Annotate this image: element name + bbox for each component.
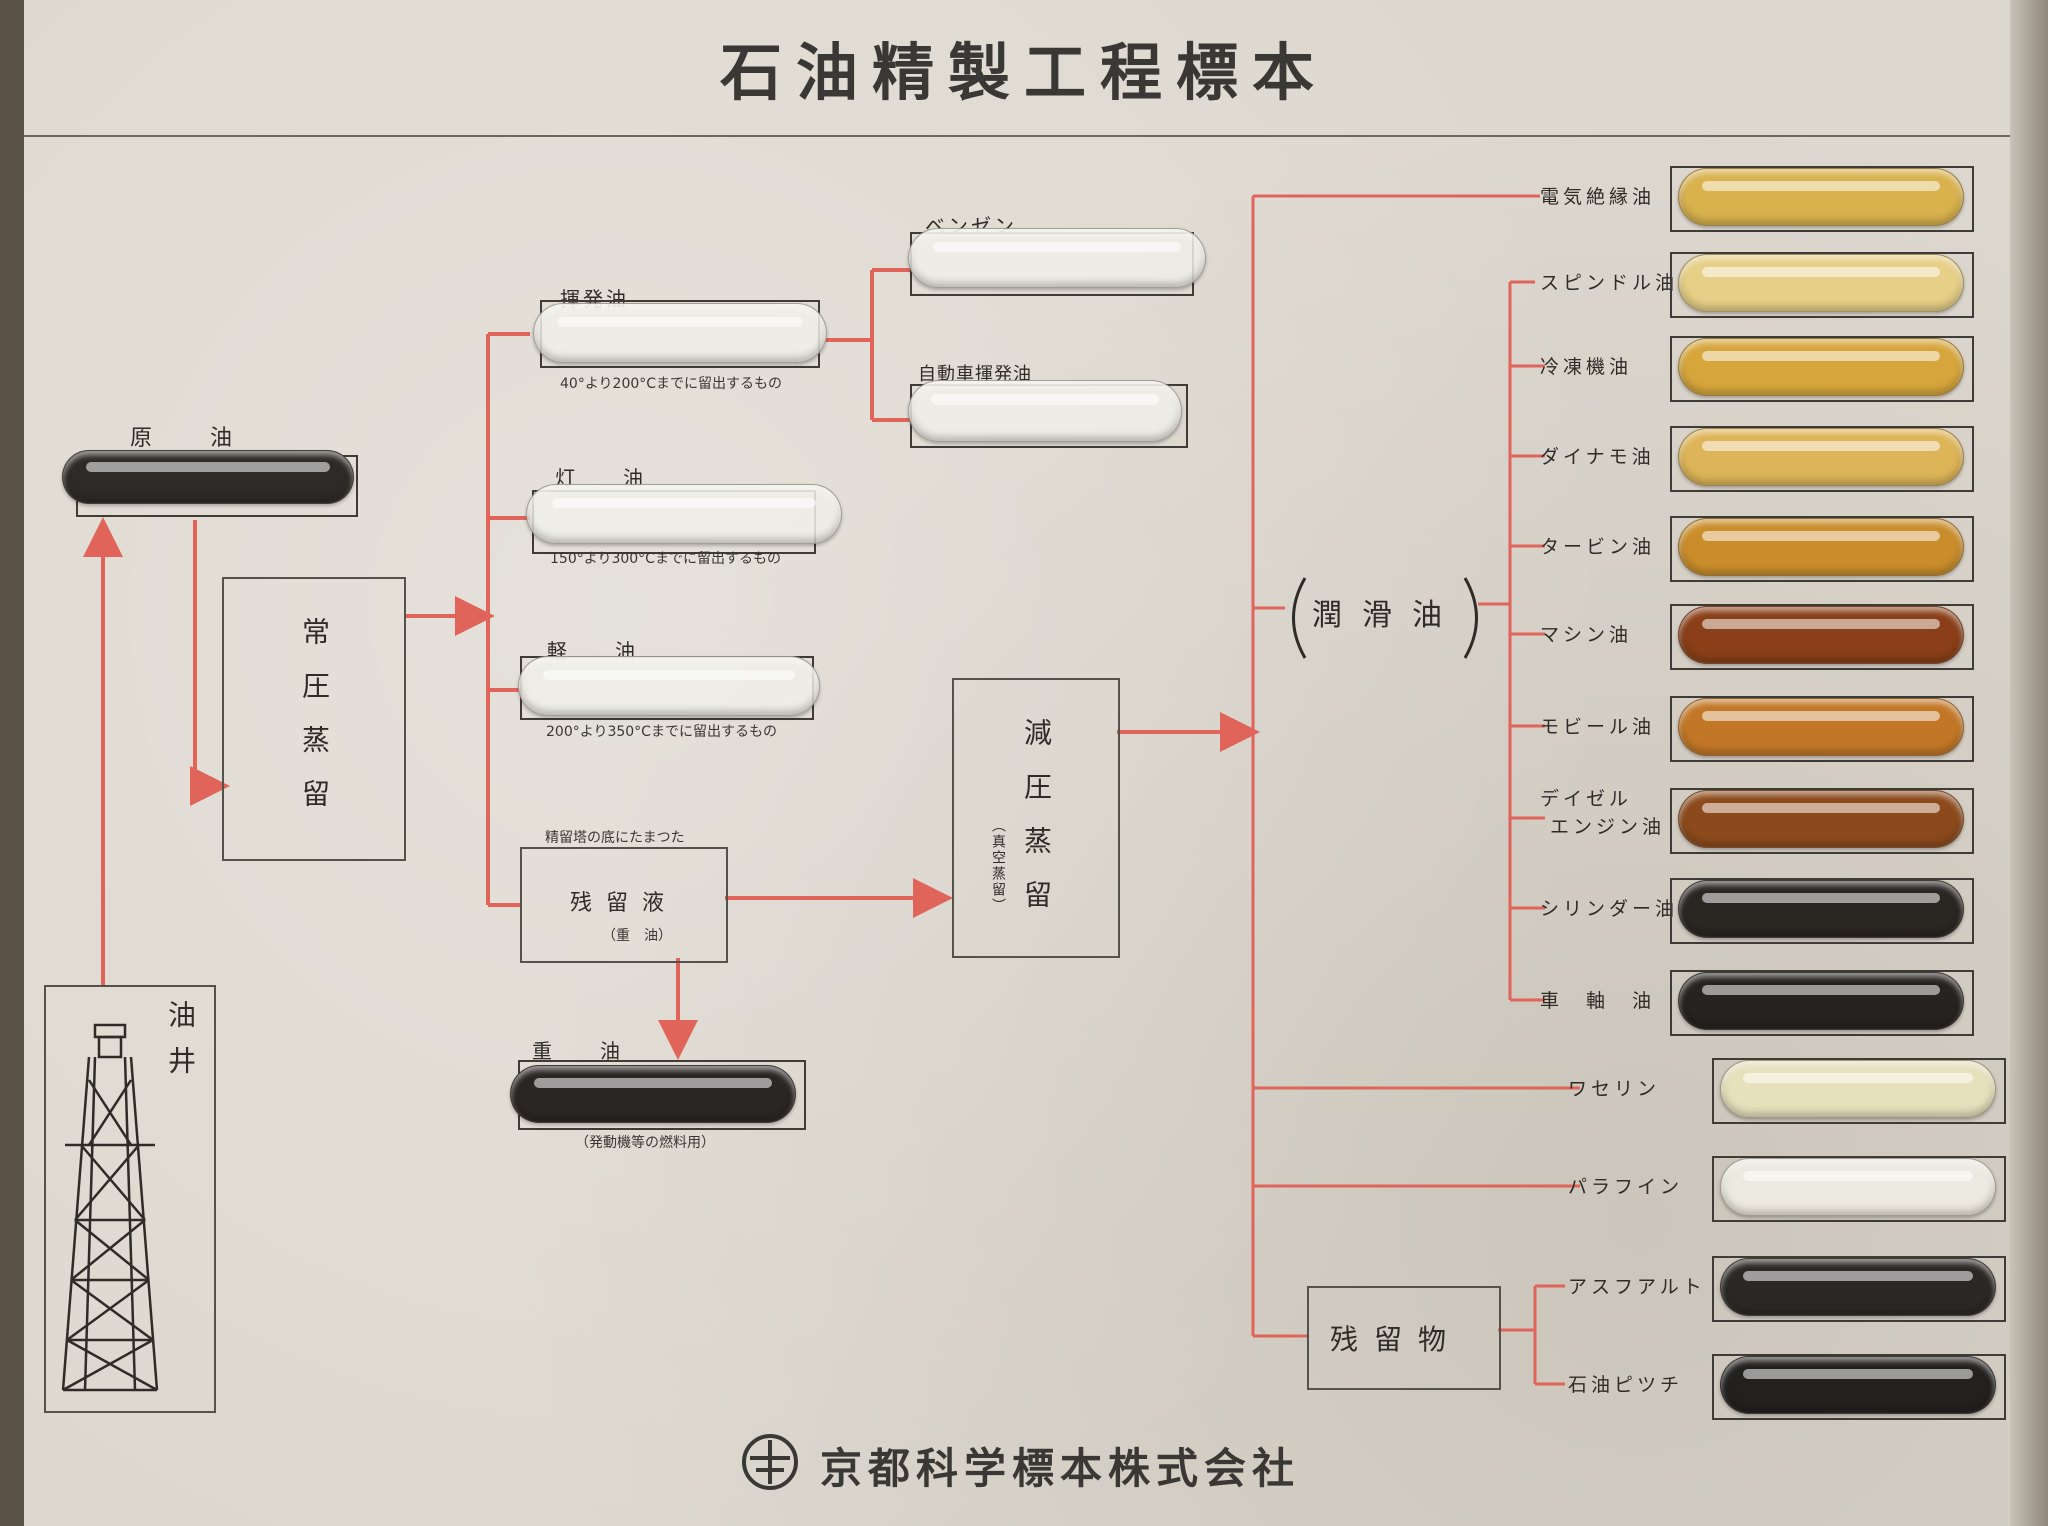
lube-item-frame-5: [1670, 604, 1974, 670]
title-divider: [24, 135, 2010, 137]
lube-item-label-7: デイゼル: [1540, 788, 1633, 810]
lube-item-frame-6: [1670, 696, 1974, 762]
heavy-tube: [510, 1065, 796, 1123]
lube-item-tube-3: [1678, 428, 1964, 486]
lube-item-tube-0: [1678, 168, 1964, 226]
residue2-box: [1307, 1286, 1501, 1390]
residue-sub: （重 油）: [602, 928, 672, 944]
other-item-label-1: パラフイン: [1568, 1176, 1684, 1198]
autogas-label: 自動車揮発油: [918, 364, 1032, 385]
lube-item-label-2: 冷凍機油: [1540, 356, 1633, 378]
page-title: 石油精製工程標本: [719, 36, 1328, 109]
lube-item-label-4: タービン油: [1540, 536, 1656, 558]
crude-tube: [62, 450, 354, 504]
lube-item-frame-4: [1670, 516, 1974, 582]
maker-logo-icon: [742, 1434, 798, 1490]
lube-item-label-0: 電気絶縁油: [1540, 186, 1656, 208]
lube-item-tube-4: [1678, 518, 1964, 576]
lube-item-label-9: 車 軸 油: [1540, 990, 1656, 1012]
residue2-label: 残留物: [1330, 1323, 1463, 1356]
crude-label: 原 油: [130, 426, 251, 451]
lube-item-label-6: モビール油: [1540, 716, 1656, 738]
oil-well-box: [44, 985, 216, 1413]
other-item-tube-1: [1720, 1158, 1996, 1216]
gasoil-tube: [518, 656, 820, 716]
residue-box: [520, 847, 728, 963]
atmospheric-label: 常圧蒸留: [298, 617, 331, 833]
lube-item-frame-2: [1670, 336, 1974, 402]
other-item-frame-0: [1712, 1058, 2006, 1124]
other-item-label-3: 石油ピツチ: [1568, 1374, 1684, 1396]
other-item-frame-2: [1712, 1256, 2006, 1322]
residue-caption: 精留塔の底にたまつた: [545, 830, 685, 846]
kerosene-tube: [526, 484, 842, 544]
lube-item-frame-7: [1670, 788, 1974, 854]
vacuum-label: 減圧蒸留: [1020, 718, 1053, 934]
lube-item-frame-1: [1670, 252, 1974, 318]
vacuum-sub: （真空蒸留）: [990, 818, 1006, 914]
lube-item-tube-7: [1678, 790, 1964, 848]
lube-item-frame-8: [1670, 878, 1974, 944]
lube-item-tube-1: [1678, 254, 1964, 312]
vacuum-box: [952, 678, 1120, 958]
lube-item-label2-7: エンジン油: [1550, 816, 1666, 838]
lube-item-tube-2: [1678, 338, 1964, 396]
heavy-label: 重 油: [532, 1039, 634, 1063]
kerosene-note: 150°より300°Cまでに留出するもの: [550, 551, 781, 567]
residue-label: 残留液: [570, 891, 679, 916]
frame-edge-left: [0, 0, 24, 1526]
oil-well-label: 油井: [164, 1000, 197, 1092]
heavy-note: （発動機等の燃料用）: [575, 1135, 715, 1151]
lube-item-label-3: ダイナモ油: [1540, 446, 1655, 468]
lube-item-label-8: シリンダー油: [1540, 898, 1679, 920]
other-item-label-2: アスフアルト: [1568, 1276, 1706, 1298]
gasoil-note: 200°より350°Cまでに留出するもの: [546, 724, 777, 740]
paren-left: [1292, 577, 1307, 659]
lube-item-tube-9: [1678, 972, 1964, 1030]
arrow-crude-to-atmos: [190, 520, 230, 806]
naphtha-tube: [533, 303, 827, 363]
other-item-tube-2: [1720, 1258, 1996, 1316]
other-item-frame-3: [1712, 1354, 2006, 1420]
lube-item-tube-6: [1678, 698, 1964, 756]
lube-label: 潤滑油: [1312, 598, 1462, 633]
frame-edge-right: [2010, 0, 2048, 1526]
paren-right: [1463, 577, 1478, 659]
lube-item-label-1: スピンドル油: [1540, 272, 1679, 294]
autogas-tube: [908, 380, 1182, 442]
lube-item-frame-3: [1670, 426, 1974, 492]
lube-item-tube-8: [1678, 880, 1964, 938]
other-item-tube-0: [1720, 1060, 1996, 1118]
maker-name: 京都科学標本株式会社: [820, 1444, 1301, 1493]
other-item-tube-3: [1720, 1356, 1996, 1414]
other-item-label-0: ワセリン: [1568, 1078, 1661, 1100]
atmospheric-box: [222, 577, 406, 861]
lube-item-tube-5: [1678, 606, 1964, 664]
naphtha-note: 40°より200°Cまでに留出するもの: [560, 376, 783, 392]
lube-item-label-5: マシン油: [1540, 624, 1633, 646]
lube-item-frame-9: [1670, 970, 1974, 1036]
lube-item-frame-0: [1670, 166, 1974, 232]
other-item-frame-1: [1712, 1156, 2006, 1222]
benzine-tube: [908, 228, 1206, 288]
derrick-icon: [61, 1023, 159, 1392]
